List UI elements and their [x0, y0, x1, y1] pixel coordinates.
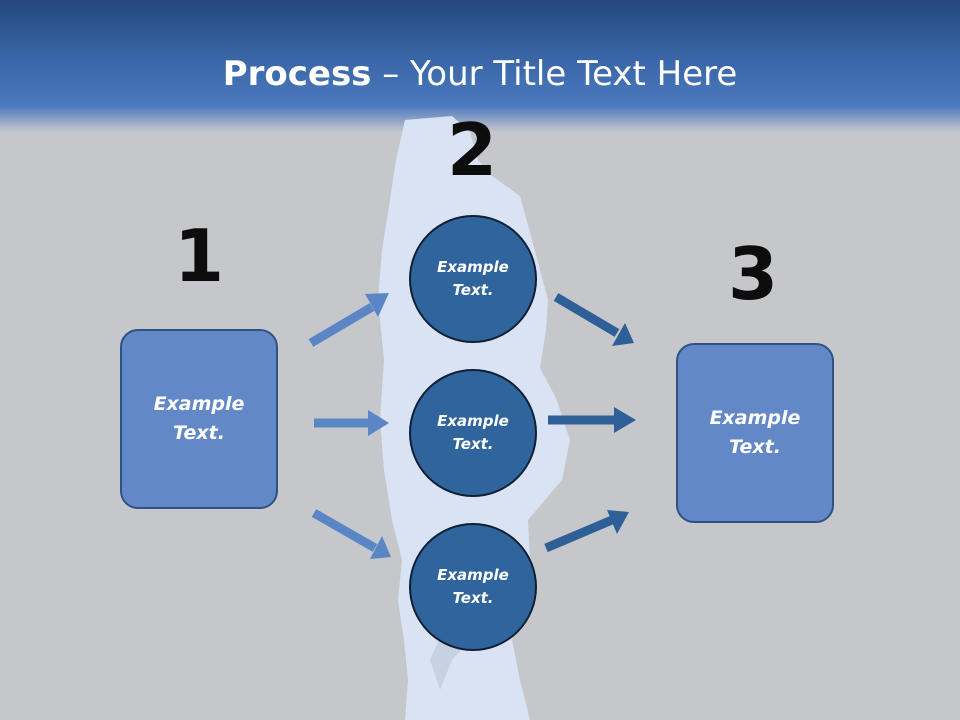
arrow-1-to-2-top: [308, 293, 389, 347]
step-2-circle-3-text: Example Text.: [437, 566, 509, 607]
step-3-box: Example Text.: [676, 343, 834, 523]
arrow-1-to-2-bottom: [311, 509, 391, 559]
title-banner: [0, 0, 960, 132]
step-1-text: Example Text.: [153, 393, 245, 444]
step-2-circle-3: Example Text.: [409, 523, 537, 651]
title-rest-text: – Your Title Text Here: [371, 54, 738, 94]
arrow-2-to-3-bottom: [544, 510, 629, 553]
step-1-box: Example Text.: [120, 329, 278, 509]
step-2-number: 2: [446, 108, 498, 192]
title-bold-text: Process: [222, 54, 372, 94]
step-2-circle-2: Example Text.: [409, 369, 537, 497]
step-1-number: 1: [173, 214, 225, 298]
arrow-2-to-3-top: [553, 293, 634, 346]
step-2-circle-2-text: Example Text.: [437, 412, 509, 453]
step-3-number: 3: [727, 232, 779, 316]
step-3-text: Example Text.: [709, 407, 801, 458]
step-2-circle-1-text: Example Text.: [437, 258, 509, 299]
step-2-circle-1: Example Text.: [409, 215, 537, 343]
slide-title: Process – Your Title Text Here: [0, 52, 960, 96]
arrow-2-to-3-middle: [548, 407, 636, 433]
arrow-1-to-2-middle: [314, 410, 389, 436]
